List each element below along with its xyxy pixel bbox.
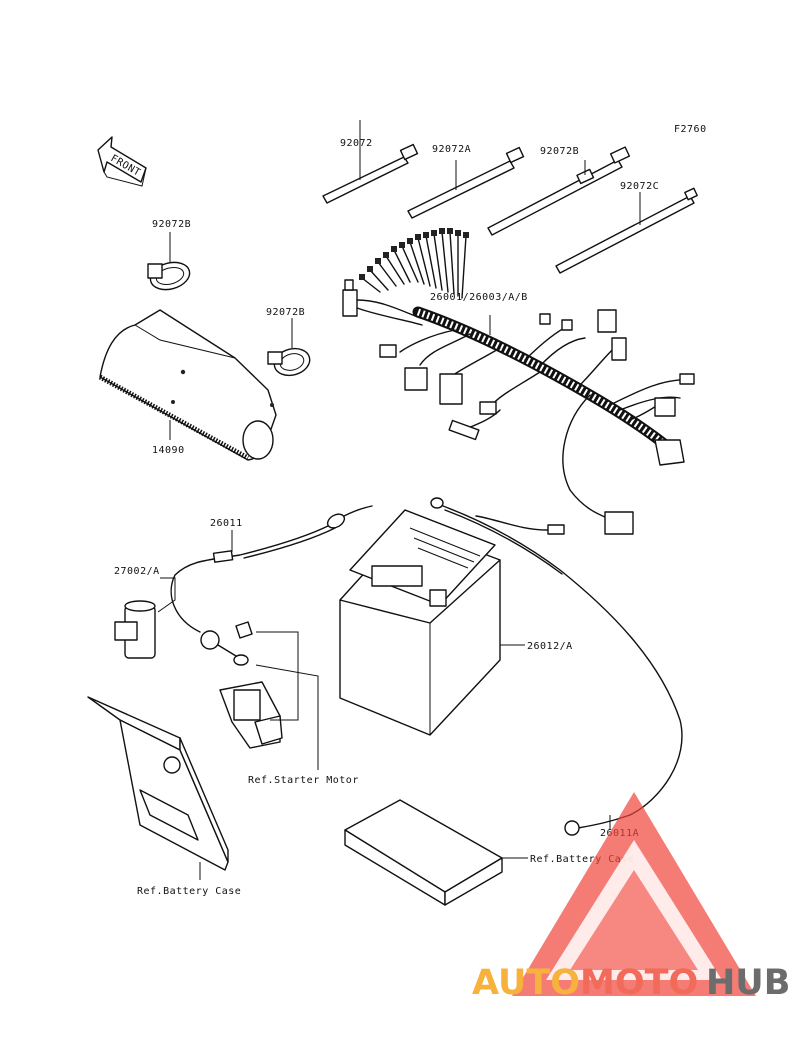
label-clamp-right: 92072B <box>266 307 305 318</box>
watermark-moto: MOTO <box>580 963 698 1003</box>
battery-26012A <box>339 509 525 736</box>
cable-tie-92072C <box>555 187 698 274</box>
label-92072B-top: 92072B <box>540 146 579 157</box>
starter-relay-27002A <box>114 577 176 659</box>
label-harness: 26001/26003/A/B <box>430 292 528 303</box>
starter-motor-parts <box>219 621 319 770</box>
label-92072C: 92072C <box>620 181 659 192</box>
cable-tie-92072A <box>407 146 525 219</box>
watermark-logo: AUTO MOTO HUB <box>472 792 790 1003</box>
watermark-auto: AUTO <box>472 963 580 1003</box>
cable-26011A <box>430 497 683 836</box>
label-cable-26011: 26011 <box>210 518 243 529</box>
battery-case-bracket <box>87 696 229 880</box>
figure-code: F2760 <box>674 124 707 135</box>
clamp-92072B-left <box>147 232 191 291</box>
cable-26011 <box>170 505 373 666</box>
front-arrow-icon: FRONT <box>97 136 147 187</box>
harness-cover-14090 <box>98 309 277 461</box>
clamp-92072B-right <box>267 318 311 377</box>
label-cover: 14090 <box>152 445 185 456</box>
label-relay: 27002/A <box>114 566 160 577</box>
label-92072: 92072 <box>340 138 373 149</box>
watermark-hub: HUB <box>706 963 790 1003</box>
cable-tie-92072B-top <box>487 146 631 236</box>
battery-case-pad <box>344 799 528 906</box>
wiring-harness <box>342 228 695 535</box>
label-battery-case-right: Ref.Battery Case <box>530 854 634 865</box>
label-battery: 26012/A <box>527 641 573 652</box>
cable-tie-92072 <box>322 120 419 204</box>
label-92072A: 92072A <box>432 144 471 155</box>
label-battery-case-left: Ref.Battery Case <box>137 886 241 897</box>
label-clamp-left: 92072B <box>152 219 191 230</box>
label-starter-ref: Ref.Starter Motor <box>248 775 359 786</box>
